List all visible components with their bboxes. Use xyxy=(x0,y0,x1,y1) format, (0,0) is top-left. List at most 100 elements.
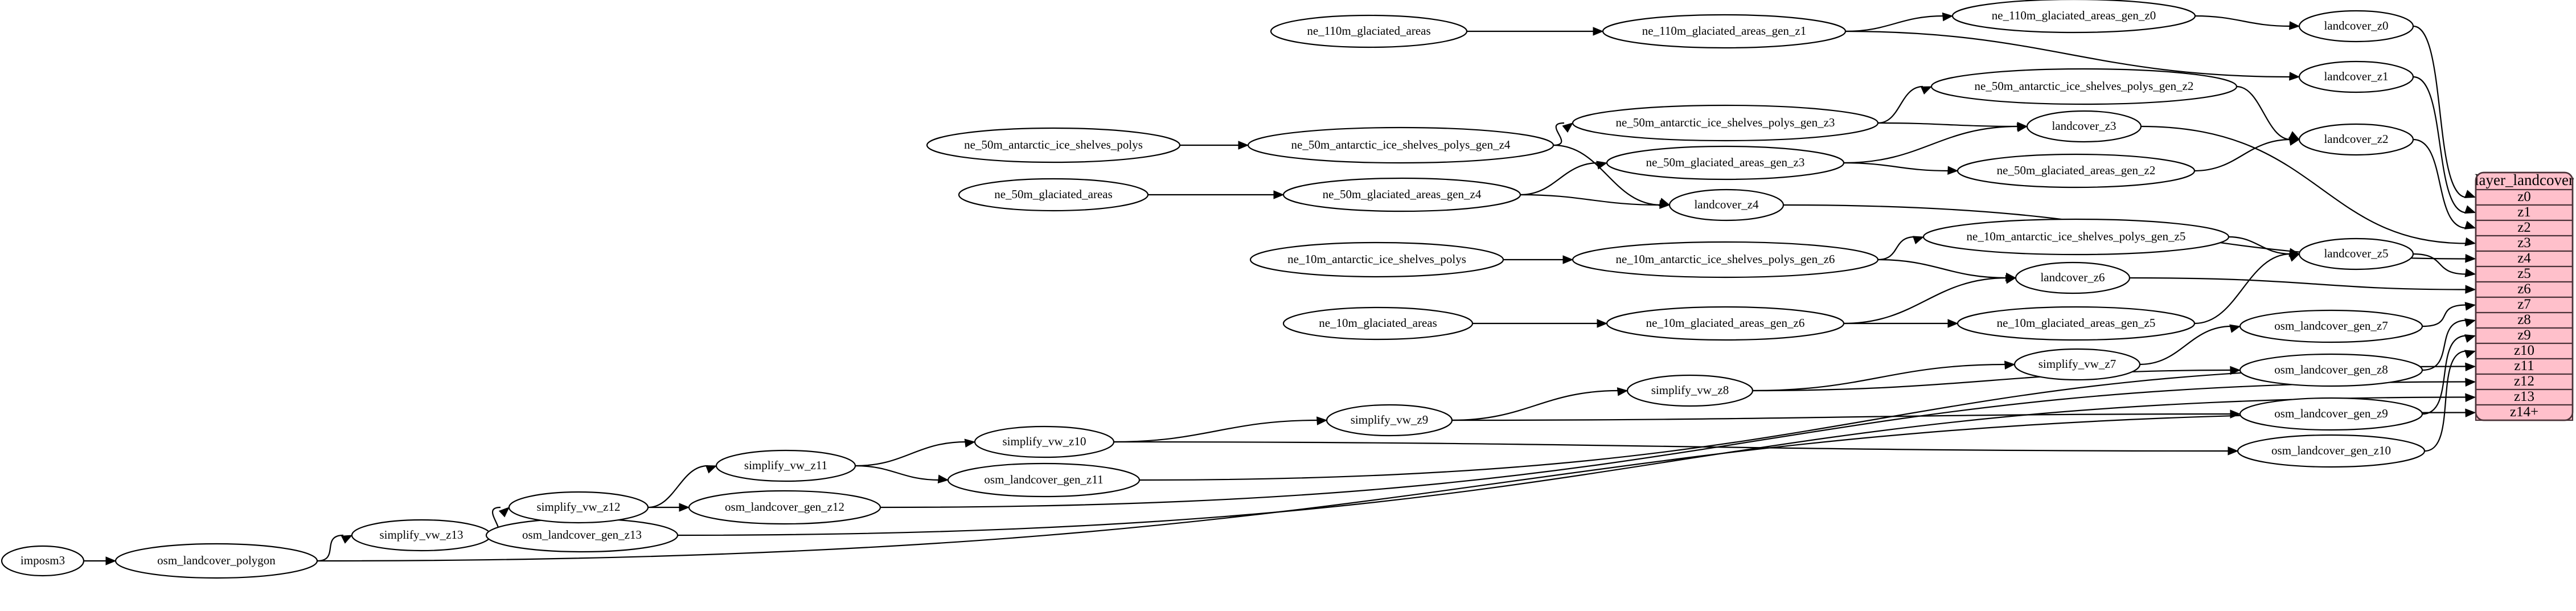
table-node-layer-landcover[interactable]: layer_landcoverz0z1z2z3z4z5z6z7z8z9z10z1… xyxy=(2475,171,2574,421)
edge-line xyxy=(855,465,940,481)
graph-node-landcover_z0[interactable]: landcover_z0 xyxy=(2298,10,2414,43)
table-row-label-z0: z0 xyxy=(2517,189,2531,204)
graph-node-ne_50m_glaciated_areas[interactable]: ne_50m_glaciated_areas xyxy=(958,178,1149,212)
node-label-landcover_z6: landcover_z6 xyxy=(2040,270,2105,284)
graph-node-ne_10m_glaciated_areas_gen_z5[interactable]: ne_10m_glaciated_areas_gen_z5 xyxy=(1956,306,2196,341)
graph-node-ne_110m_glaciated_areas_gen_z1[interactable]: ne_110m_glaciated_areas_gen_z1 xyxy=(1602,14,1847,49)
graph-node-simplify_vw_z9[interactable]: simplify_vw_z9 xyxy=(1326,404,1453,437)
graph-node-ne_50m_antarctic_ice_shelves_polys[interactable]: ne_50m_antarctic_ice_shelves_polys xyxy=(926,127,1181,163)
graph-node-osm_landcover_gen_z7[interactable]: osm_landcover_gen_z7 xyxy=(2239,309,2423,343)
graph-node-ne_50m_antarctic_ice_shelves_polys_gen_z2[interactable]: ne_50m_antarctic_ice_shelves_polys_gen_z… xyxy=(1930,68,2238,105)
edge-line xyxy=(2413,76,2467,214)
edge-arrowhead xyxy=(964,438,976,448)
graph-edge-simplify_vw_z9--to--simplify_vw_z8 xyxy=(1451,387,1629,421)
graph-node-simplify_vw_z12[interactable]: simplify_vw_z12 xyxy=(508,491,649,524)
node-shape-simplify_vw_z11 xyxy=(715,449,856,482)
edge-line xyxy=(317,534,344,562)
graph-node-ne_10m_antarctic_ice_shelves_polys[interactable]: ne_10m_antarctic_ice_shelves_polys xyxy=(1249,241,1504,278)
edge-arrowhead xyxy=(105,556,117,565)
table-row-z0[interactable] xyxy=(2475,188,2574,206)
node-shape-landcover_z4 xyxy=(1668,188,1785,222)
node-label-simplify_vw_z12: simplify_vw_z12 xyxy=(537,500,621,514)
graph-node-ne_50m_antarctic_ice_shelves_polys_gen_z4[interactable]: ne_50m_antarctic_ice_shelves_polys_gen_z… xyxy=(1247,126,1554,164)
node-shape-ne_50m_antarctic_ice_shelves_polys_gen_z4 xyxy=(1247,126,1554,164)
edge-arrowhead xyxy=(1562,255,1574,264)
node-label-ne_10m_antarctic_ice_shelves_polys_gen_z6: ne_10m_antarctic_ice_shelves_polys_gen_z… xyxy=(1616,252,1835,266)
graph-node-ne_110m_glaciated_areas[interactable]: ne_110m_glaciated_areas xyxy=(1270,14,1468,48)
table-row-label-z10: z10 xyxy=(2514,343,2534,358)
graph-node-simplify_vw_z11[interactable]: simplify_vw_z11 xyxy=(715,449,856,482)
graph-node-ne_10m_antarctic_ice_shelves_polys_gen_z6[interactable]: ne_10m_antarctic_ice_shelves_polys_gen_z… xyxy=(1572,241,1879,278)
node-shape-landcover_z5 xyxy=(2298,237,2414,270)
graph-node-simplify_vw_z13[interactable]: simplify_vw_z13 xyxy=(351,519,492,552)
graph-edge-osm_landcover_gen_z10--to--layer_landcover-z10 xyxy=(2424,350,2476,452)
graph-node-imposm3[interactable]: imposm3 xyxy=(1,545,85,577)
node-label-ne_50m_antarctic_ice_shelves_polys_gen_z4: ne_50m_antarctic_ice_shelves_polys_gen_z… xyxy=(1291,138,1511,151)
node-shape-ne_10m_glaciated_areas xyxy=(1282,306,1474,341)
node-label-landcover_z3: landcover_z3 xyxy=(2052,119,2116,133)
table-row-z13[interactable] xyxy=(2475,388,2574,406)
graph-node-ne_10m_antarctic_ice_shelves_polys_gen_z5[interactable]: ne_10m_antarctic_ice_shelves_polys_gen_z… xyxy=(1922,218,2230,256)
edge-line xyxy=(2413,253,2467,275)
graph-node-simplify_vw_z7[interactable]: simplify_vw_z7 xyxy=(2013,348,2141,381)
graph-node-osm_landcover_gen_z9[interactable]: osm_landcover_gen_z9 xyxy=(2239,397,2423,431)
graph-edge-ne_10m_glaciated_areas_gen_z5--to--landcover_z5 xyxy=(2194,253,2300,325)
edge-arrowhead xyxy=(1617,387,1629,396)
graph-node-landcover_z4[interactable]: landcover_z4 xyxy=(1668,188,1785,222)
graph-node-osm_landcover_gen_z8[interactable]: osm_landcover_gen_z8 xyxy=(2239,353,2423,387)
edge-line xyxy=(317,412,2467,562)
graph-edge-ne_50m_glaciated_areas_gen_z3--to--landcover_z3 xyxy=(1843,123,2028,164)
graph-node-ne_110m_glaciated_areas_gen_z0[interactable]: ne_110m_glaciated_areas_gen_z0 xyxy=(1951,0,2196,34)
graph-edge-landcover_z1--to--layer_landcover-z1 xyxy=(2413,76,2476,214)
edge-arrowhead xyxy=(2288,137,2300,146)
node-label-landcover_z5: landcover_z5 xyxy=(2324,247,2388,260)
graph-node-landcover_z3[interactable]: landcover_z3 xyxy=(2026,110,2142,143)
node-label-imposm3: imposm3 xyxy=(20,553,65,567)
table-row-label-z8: z8 xyxy=(2517,312,2531,327)
graph-node-ne_50m_glaciated_areas_gen_z3[interactable]: ne_50m_glaciated_areas_gen_z3 xyxy=(1606,145,1845,181)
graph-edge-ne_50m_glaciated_areas_gen_z3--to--ne_50m_glaciated_areas_gen_z2 xyxy=(1843,162,1959,175)
node-shape-ne_10m_antarctic_ice_shelves_polys_gen_z5 xyxy=(1922,218,2230,256)
edge-line xyxy=(2236,85,2291,141)
node-shape-simplify_vw_z9 xyxy=(1326,404,1453,437)
node-label-ne_50m_glaciated_areas_gen_z4: ne_50m_glaciated_areas_gen_z4 xyxy=(1323,187,1482,201)
node-shape-osm_landcover_gen_z12 xyxy=(688,490,881,525)
graph-node-landcover_z1[interactable]: landcover_z1 xyxy=(2298,60,2414,93)
table-row-label-z3: z3 xyxy=(2517,235,2531,251)
graph-node-ne_50m_antarctic_ice_shelves_polys_gen_z3[interactable]: ne_50m_antarctic_ice_shelves_polys_gen_z… xyxy=(1572,104,1879,142)
edge-line xyxy=(1113,441,2230,452)
table-row-z8[interactable] xyxy=(2475,311,2574,329)
edge-arrowhead xyxy=(2465,254,2476,263)
table-row-z6[interactable] xyxy=(2475,281,2574,298)
edge-line xyxy=(2422,304,2467,327)
edge-arrowhead xyxy=(2004,360,2016,370)
graph-node-ne_10m_glaciated_areas_gen_z6[interactable]: ne_10m_glaciated_areas_gen_z6 xyxy=(1606,306,1845,341)
edge-arrowhead xyxy=(2465,393,2476,402)
edge-arrowhead xyxy=(2288,253,2300,262)
graph-node-osm_landcover_gen_z12[interactable]: osm_landcover_gen_z12 xyxy=(688,490,881,525)
node-shape-simplify_vw_z8 xyxy=(1626,374,1754,407)
edge-line xyxy=(2424,350,2467,452)
graph-node-simplify_vw_z8[interactable]: simplify_vw_z8 xyxy=(1626,374,1754,407)
edge-line xyxy=(2140,125,2467,244)
graph-node-ne_10m_glaciated_areas[interactable]: ne_10m_glaciated_areas xyxy=(1282,306,1474,341)
graph-node-osm_landcover_polygon[interactable]: osm_landcover_polygon xyxy=(114,543,318,579)
node-shape-simplify_vw_z12 xyxy=(508,491,649,524)
graph-node-simplify_vw_z10[interactable]: simplify_vw_z10 xyxy=(974,425,1115,458)
graph-node-ne_50m_glaciated_areas_gen_z4[interactable]: ne_50m_glaciated_areas_gen_z4 xyxy=(1282,177,1521,212)
edge-arrowhead xyxy=(705,465,717,474)
graph-node-osm_landcover_gen_z11[interactable]: osm_landcover_gen_z11 xyxy=(947,462,1141,498)
graph-node-ne_50m_glaciated_areas_gen_z2[interactable]: ne_50m_glaciated_areas_gen_z2 xyxy=(1956,153,2196,188)
edge-arrowhead xyxy=(2229,324,2241,333)
graph-node-osm_landcover_gen_z13[interactable]: osm_landcover_gen_z13 xyxy=(485,518,679,553)
edge-line xyxy=(1843,277,2008,325)
graph-node-landcover_z6[interactable]: landcover_z6 xyxy=(2015,261,2131,294)
graph-node-landcover_z2[interactable]: landcover_z2 xyxy=(2298,123,2414,156)
graph-edge-landcover_z6--to--layer_landcover-z6 xyxy=(2129,277,2476,294)
graph-node-osm_landcover_gen_z10[interactable]: osm_landcover_gen_z10 xyxy=(2237,434,2426,468)
edge-line xyxy=(2422,335,2467,415)
node-label-ne_50m_glaciated_areas_gen_z3: ne_50m_glaciated_areas_gen_z3 xyxy=(1646,155,1805,169)
graph-node-landcover_z5[interactable]: landcover_z5 xyxy=(2298,237,2414,270)
graph-edge-ne_10m_antarctic_ice_shelves_polys--to--ne_10m_antarctic_ice_shelves_polys_gen_z6 xyxy=(1503,255,1574,264)
